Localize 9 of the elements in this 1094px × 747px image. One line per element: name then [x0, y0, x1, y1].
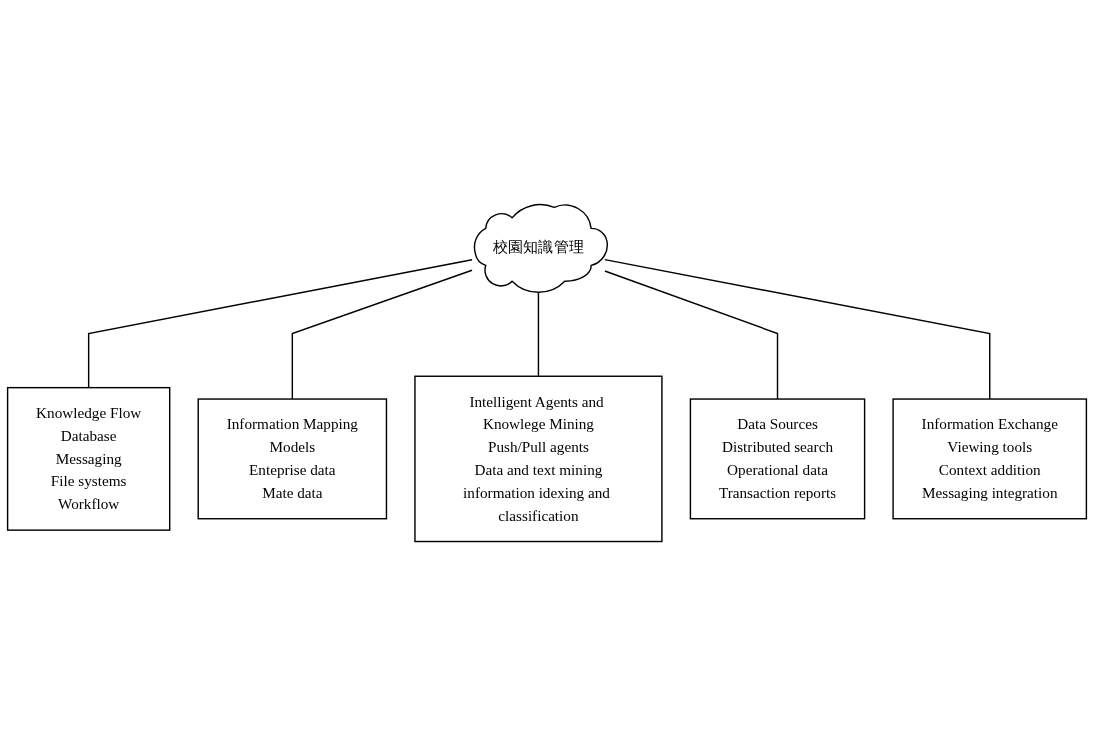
node-box: Data Sources Distributed search Operational data Transaction reports: [689, 398, 866, 520]
node-box: Intelligent Agents and Knowlege Mining Push/Pull agents Data and text mining information idexing and classification: [414, 376, 663, 543]
connector: [604, 259, 991, 401]
node-box: Information Exchange Viewing tools Context addition Messaging integration: [892, 398, 1088, 520]
connector: [604, 270, 779, 401]
connector: [291, 270, 473, 401]
node-box: Knowledge Flow Database Messaging File systems Workflow: [6, 387, 171, 532]
connector: [87, 259, 473, 389]
node-box: Information Mapping Models Enteprise data Mate data: [197, 398, 388, 520]
